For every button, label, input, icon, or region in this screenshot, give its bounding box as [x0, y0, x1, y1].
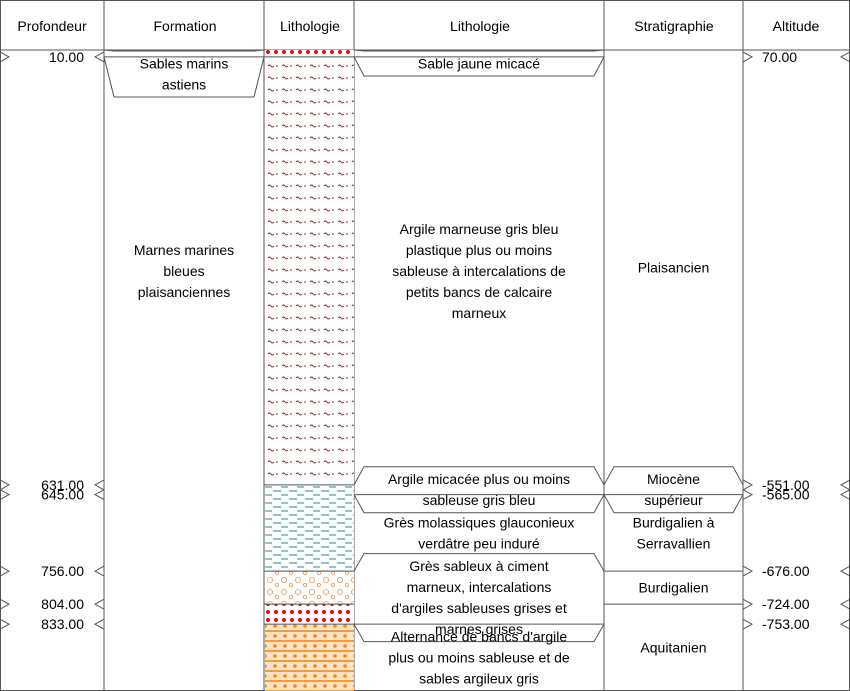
lithology-description-label: marneux [452, 305, 506, 321]
header-row: Profondeur Formation Lithologie Litholog… [0, 18, 850, 51]
depth-tick-left [0, 598, 11, 610]
depth-tick-left [0, 51, 11, 63]
depth-label: 756.00 [41, 563, 84, 579]
depth-tick-left [0, 565, 11, 577]
altitude-tick-right [839, 489, 850, 501]
lithology-description-label: petits bancs de calcaire [406, 284, 553, 300]
stratigraphy-label: Aquitanien [640, 640, 706, 656]
lithology-description-label: marnes grises [435, 621, 523, 637]
lithology-band-sand-red-dots [265, 604, 354, 625]
lithology-column [264, 50, 354, 691]
depth-tick-right [93, 51, 105, 63]
stratigraphy-label: Plaisancien [638, 259, 710, 275]
altitude-label: -551.00 [762, 477, 810, 493]
lithology-description-label: Sable jaune micacé [418, 56, 540, 72]
lithology-description-label: plastique plus ou moins [406, 242, 552, 258]
lithology-description-label: marneux, intercalations [407, 579, 552, 595]
lithology-description-callout [353, 466, 605, 514]
stratigraphy-callout [603, 466, 744, 514]
altitude-label: 70.00 [762, 49, 797, 65]
depth-label: 631.00 [41, 477, 84, 493]
lithology-description-label: Argile marneuse gris bleu [400, 221, 559, 237]
formation-label: Marnes marines [134, 242, 234, 258]
altitude-label: -565.00 [762, 487, 810, 503]
depth-label: 645.00 [41, 487, 84, 503]
formation-callout [103, 49, 265, 98]
lithology-band-sand-red-dots [265, 50, 354, 57]
stratigraphy-label: supérieur [644, 492, 703, 508]
lithology-description-label: sableuse à intercalations de [392, 263, 566, 279]
formation-label: Sables marins [140, 56, 229, 72]
header-formation: Formation [153, 18, 216, 34]
stratigraphy-label: Miocène [647, 471, 700, 487]
lithology-description-label: Grès sableux à ciment [409, 558, 548, 574]
depth-label: 804.00 [41, 596, 84, 612]
depth-tick-right [93, 489, 105, 501]
lithology-band-clay-sand-orange-dots [265, 624, 354, 691]
altitude-label: -753.00 [762, 616, 810, 632]
depth-tick-right [93, 598, 105, 610]
altitude-label: -724.00 [762, 596, 810, 612]
altitude-tick-left [742, 51, 754, 63]
lithology-description-callout [353, 49, 605, 77]
altitude-tick-left [742, 618, 754, 630]
stratigraphy-label: Burdigalien [638, 580, 708, 596]
depth-label: 10.00 [49, 49, 84, 65]
altitude-tick-right [839, 565, 850, 577]
altitude-tick-right [839, 51, 850, 63]
lithology-description-label: sables argileux gris [419, 671, 539, 687]
lithology-description-callout [353, 553, 605, 643]
altitude-tick-left [742, 598, 754, 610]
formation-label: plaisanciennes [138, 284, 231, 300]
lithology-description-label: Argile micacée plus ou moins [388, 471, 570, 487]
lithology-description-label: Grès molassiques glauconieux [384, 514, 575, 530]
lithology-description-label: d'argiles sableuses grises et [391, 600, 567, 616]
header-lithology-column: Lithologie [280, 18, 340, 34]
stratigraphy-label: Serravallien [637, 535, 711, 551]
lithology-description-label: plus ou moins sableuse et de [388, 650, 570, 666]
depth-tick-left [0, 479, 11, 491]
header-lithology-description: Lithologie [450, 18, 510, 34]
altitude-tick-right [839, 479, 850, 491]
altitude-column: 70.00 -551.00-565.00 -676.00 -724.00 -753.00 [742, 49, 850, 632]
lithology-description-callout [353, 623, 605, 691]
lithology-description-label: sableuse gris bleu [423, 492, 536, 508]
lithology-band-sandstone-green-dashes [265, 484, 354, 572]
depth-label: 833.00 [41, 616, 84, 632]
altitude-tick-left [742, 489, 754, 501]
altitude-tick-left [742, 479, 754, 491]
lithology-band-sandstone-orange-circles [265, 571, 354, 605]
lithology-description-label: verdâtre peu induré [418, 535, 540, 551]
header-stratigraphy: Stratigraphie [634, 18, 714, 34]
altitude-tick-right [839, 598, 850, 610]
stratigraphy-label: Burdigalien à [633, 514, 715, 530]
altitude-tick-right [839, 618, 850, 630]
depth-tick-right [93, 479, 105, 491]
depth-tick-right [93, 565, 105, 577]
altitude-tick-left [742, 565, 754, 577]
altitude-label: -676.00 [762, 563, 810, 579]
header-depth: Profondeur [17, 18, 87, 34]
formation-label: astiens [162, 77, 206, 93]
lithology-band-marl-waves [265, 56, 354, 485]
depth-tick-left [0, 618, 11, 630]
lithology-description-label: Alternance de bancs d'argile [391, 629, 567, 645]
depth-tick-left [0, 489, 11, 501]
depth-tick-right [93, 618, 105, 630]
formation-label: bleues [163, 263, 204, 279]
header-altitude: Altitude [773, 18, 820, 34]
